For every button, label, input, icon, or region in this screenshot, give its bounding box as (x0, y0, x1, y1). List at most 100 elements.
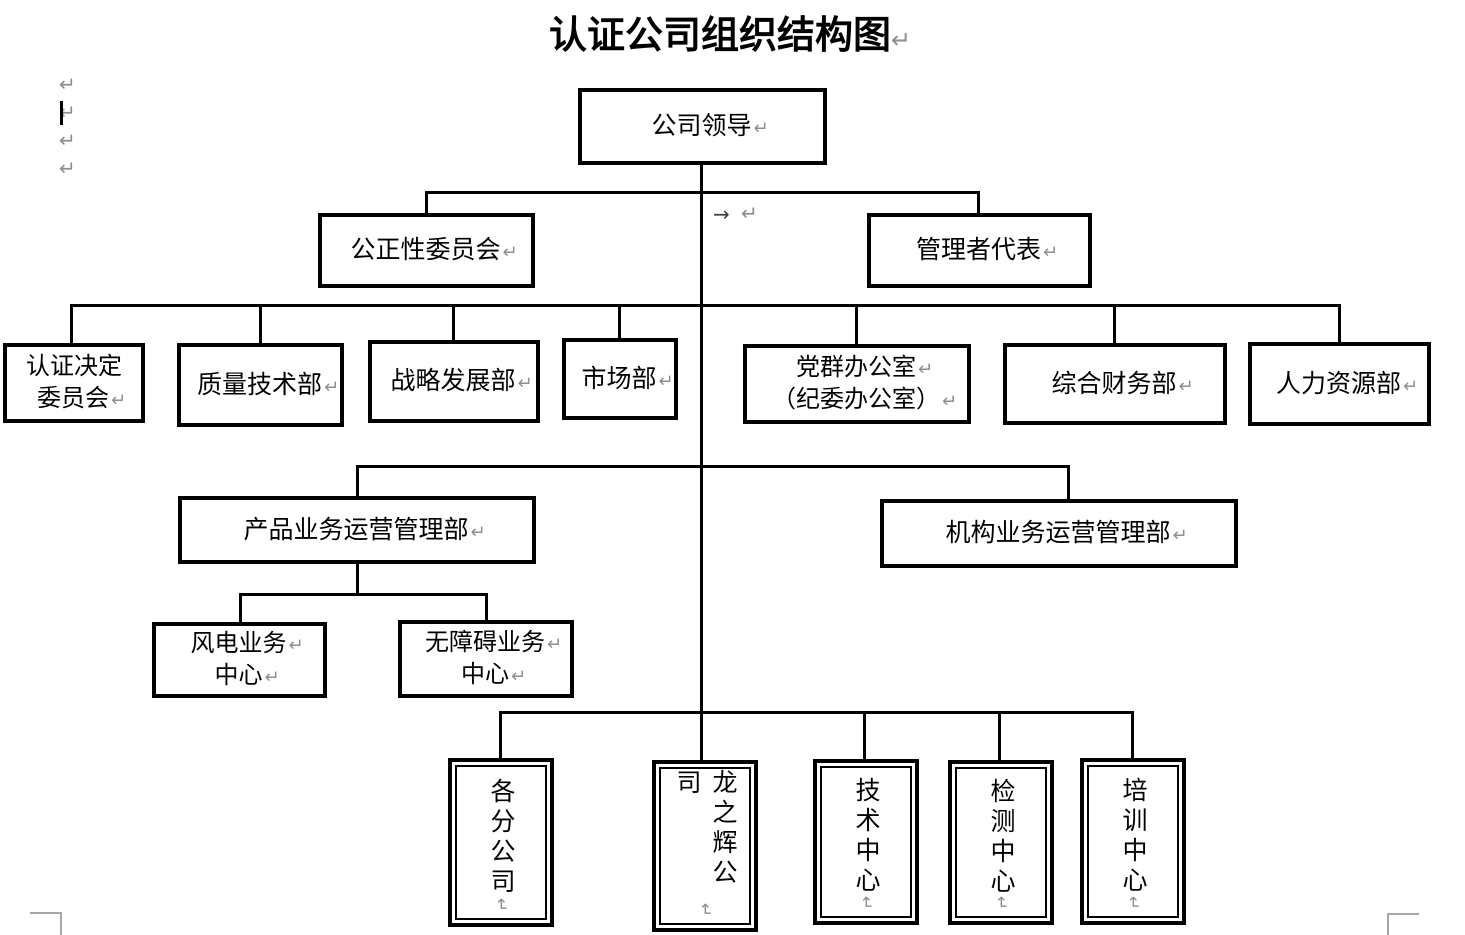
connector-level5-rail (239, 593, 488, 596)
connector-drop (1113, 304, 1116, 345)
connector-drop (855, 304, 858, 346)
node-label: 战略发展部 (390, 367, 516, 396)
node-label-line: 市场部↵ (581, 363, 674, 396)
text-boundary-corner-bottom-left (60, 912, 62, 935)
node-label: 公司领导 (651, 112, 752, 141)
chart-title-text: 认证公司组织结构图 (548, 15, 891, 57)
paragraph-mark: ↵ (324, 376, 340, 398)
paragraph-mark: ↵ (1178, 375, 1194, 397)
chart-title: 认证公司组织结构图↵ (548, 15, 912, 57)
node-label: 综合财务部 (1051, 369, 1177, 398)
node-label: 中心 (461, 661, 509, 688)
node-label: 检测中心 (987, 777, 1015, 898)
connector-drop (356, 563, 359, 595)
paragraph-mark: ↵ (753, 118, 769, 140)
connector-drop (1338, 304, 1341, 344)
org-node-company-leadership[interactable]: 公司领导↵ (578, 88, 827, 165)
org-node-human-resources-dept[interactable]: 人力资源部↵ (1248, 342, 1431, 426)
node-label: 产品业务运营管理部 (243, 515, 469, 544)
text-cursor (60, 101, 63, 125)
paragraph-mark: ↵ (1043, 242, 1059, 264)
paragraph-mark: ↵ (288, 634, 304, 656)
node-label-line: 委员会↵ (37, 383, 126, 415)
org-node-product-business-operations-dept[interactable]: 产品业务运营管理部↵ (178, 496, 536, 564)
node-label: 龙之辉公司 (673, 769, 737, 889)
connector-drop (977, 191, 980, 215)
org-node-certification-decision-committee[interactable]: 认证决定 委员会↵ (3, 343, 145, 423)
node-label: 各分公司 (487, 777, 515, 898)
paragraph-mark: ↵ (547, 633, 563, 655)
node-label: 认证决定 (26, 352, 122, 380)
paragraph-mark: ↵ (59, 156, 76, 180)
node-label: 市场部 (581, 364, 657, 393)
paragraph-mark: ↵ (491, 897, 511, 913)
inner-border: 培训中心 ↵ (1087, 765, 1179, 918)
tab-mark: → (713, 202, 730, 226)
connector-drop (356, 465, 359, 498)
connector-level6-rail (499, 711, 1134, 714)
node-label-line: 中心↵ (461, 659, 527, 691)
paragraph-mark: ↵ (856, 895, 876, 911)
node-label-line: 管理者代表↵ (915, 234, 1059, 267)
paragraph-mark: ↵ (1403, 375, 1419, 397)
inner-border: 龙之辉公司 ↵ (659, 767, 751, 925)
connector-center-vertical (700, 164, 703, 761)
text-boundary-corner-bottom-right (1387, 913, 1419, 915)
org-node-institution-business-operations-dept[interactable]: 机构业务运营管理部↵ (880, 499, 1238, 568)
node-label: 管理者代表 (915, 236, 1041, 265)
node-label: 风电业务 (190, 629, 287, 657)
paragraph-mark: ↵ (1123, 895, 1143, 911)
org-node-branch-companies[interactable]: 各分公司 ↵ (448, 758, 554, 927)
node-label-line: 综合财务部↵ (1051, 368, 1194, 401)
org-node-training-center[interactable]: 培训中心 ↵ (1080, 758, 1186, 925)
node-label: 机构业务运营管理部 (945, 519, 1171, 548)
node-label-line: 质量技术部↵ (196, 369, 340, 402)
org-node-testing-center[interactable]: 检测中心 ↵ (948, 760, 1054, 925)
paragraph-mark: ↵ (59, 100, 76, 124)
org-node-management-representative[interactable]: 管理者代表↵ (867, 213, 1092, 288)
node-label: 无障碍业务 (425, 628, 545, 656)
paragraph-mark: ↵ (918, 358, 934, 380)
paragraph-mark: ↵ (511, 666, 527, 687)
node-label-line: 公正性委员会↵ (350, 234, 517, 267)
paragraph-mark: ↵ (658, 370, 674, 392)
node-label: 公正性委员会 (350, 236, 501, 265)
connector-level2-rail (425, 191, 980, 194)
org-node-general-finance-dept[interactable]: 综合财务部↵ (1003, 343, 1227, 425)
connector-drop (998, 711, 1001, 761)
text-boundary-corner-bottom-left (30, 912, 62, 914)
org-node-wind-power-business-center[interactable]: 风电业务↵ 中心 ↵ (152, 622, 327, 698)
org-node-longzhihui-company[interactable]: 龙之辉公司 ↵ (652, 760, 758, 932)
node-label-line: 人力资源部↵ (1276, 368, 1419, 401)
paragraph-mark: ↵ (942, 391, 958, 412)
org-node-impartiality-committee[interactable]: 公正性委员会↵ (318, 213, 535, 288)
paragraph-mark: ↵ (695, 902, 715, 918)
org-node-technology-center[interactable]: 技术中心 ↵ (813, 759, 919, 925)
org-node-accessibility-business-center[interactable]: 无障碍业务↵ 中心↵ (398, 620, 574, 698)
paragraph-mark: ↵ (470, 521, 486, 543)
node-label-line: 产品业务运营管理部↵ (243, 514, 486, 547)
connector-level4-rail (356, 465, 1070, 468)
paragraph-mark: ↵ (59, 72, 76, 96)
connector-drop (618, 304, 621, 340)
connector-drop (485, 593, 488, 622)
node-label-line: 公司领导↵ (651, 110, 769, 143)
paragraph-mark: ↵ (517, 373, 533, 395)
connector-drop (239, 593, 242, 624)
org-node-quality-technology-dept[interactable]: 质量技术部↵ (177, 343, 344, 427)
node-label-line: 认证决定 (26, 351, 122, 383)
node-label-line: 风电业务↵ (190, 628, 304, 660)
org-node-party-group-office[interactable]: 党群办公室↵ （纪委办公室）↵ (743, 344, 971, 424)
org-node-marketing-dept[interactable]: 市场部↵ (562, 338, 678, 420)
node-label-line: 战略发展部↵ (390, 365, 533, 398)
node-label: 中心 (214, 662, 263, 689)
node-label: 质量技术部 (196, 370, 322, 399)
org-node-strategic-development-dept[interactable]: 战略发展部↵ (368, 340, 540, 423)
node-label: （纪委办公室） (772, 386, 940, 413)
connector-drop (259, 304, 262, 345)
node-label: 技术中心 (852, 777, 880, 897)
connector-level3-rail (70, 304, 1341, 307)
connector-drop (499, 711, 502, 759)
node-label: 委员会 (37, 385, 109, 412)
